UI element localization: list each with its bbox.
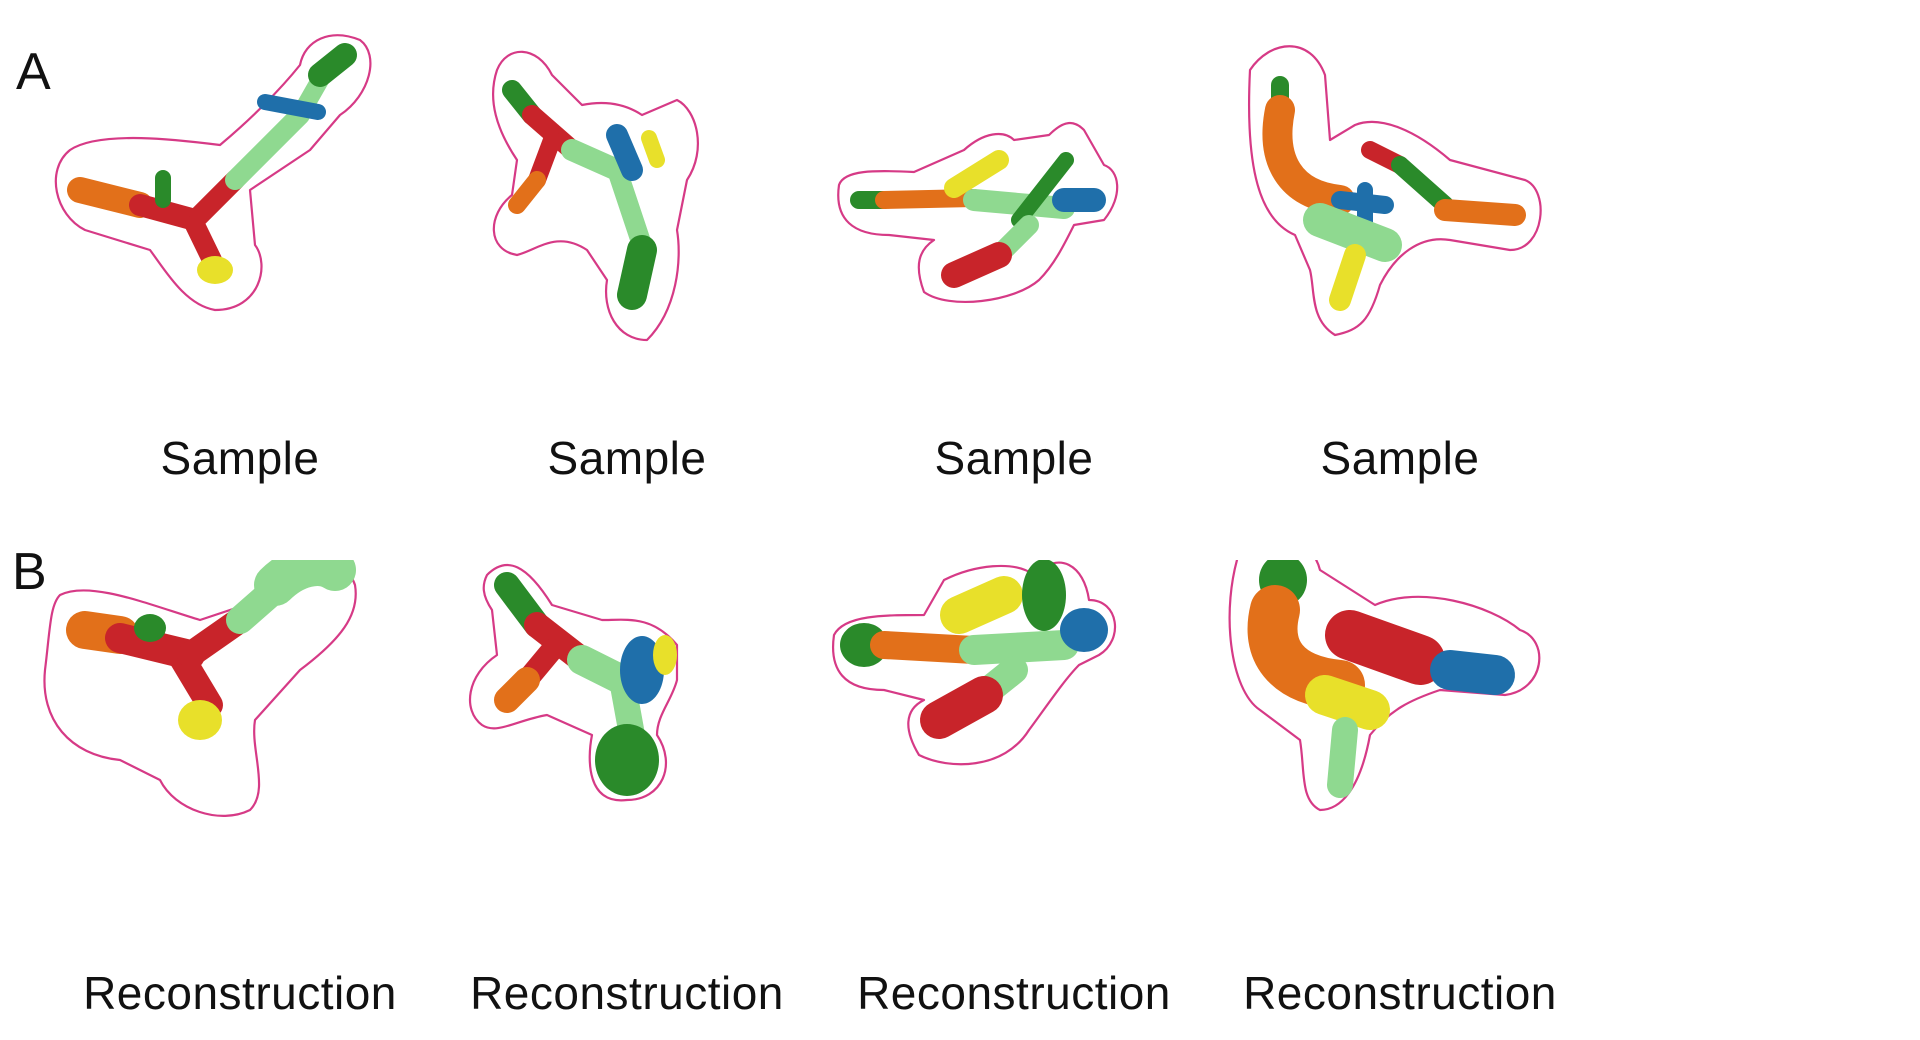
reconstruction-caption-4: Reconstruction [1243,967,1557,1019]
reconstruction-caption-1: Reconstruction [83,967,397,1019]
sample-end-yellow [197,256,233,284]
reconstruction-end-yellow [178,700,222,740]
reconstruction-caption-3: Reconstruction [857,967,1171,1019]
sample-envelope-1 [54,34,372,312]
sample-envelope-2 [492,50,699,342]
sample-envelope-3 [837,122,1119,303]
sample-figure-3: Sample [774,20,1254,484]
sample-structure-3 [837,122,1119,303]
sample-segments-3 [850,150,1106,288]
reconstruction-segments-3 [840,560,1108,739]
sample-caption-2: Sample [547,432,707,484]
sample-envelope-4 [1247,45,1542,337]
sample-segments-1 [67,43,357,284]
reconstruction-segments-2 [494,572,677,796]
sample-segments-4 [1262,76,1526,311]
sample-caption-1: Sample [160,432,320,484]
sample-figure-1: Sample [0,20,480,484]
reconstruction-figure-4: Reconstruction [1160,560,1640,1030]
reconstruction-figure-2: Reconstruction [387,560,867,1030]
reconstruction-structure-4 [1228,560,1541,812]
reconstruction-figure-1: Reconstruction [0,560,480,1030]
reconstruction-structure-1 [43,560,357,817]
sample-segments-2 [502,80,665,310]
reconstruction-row: Reconstruction Reconstruction [0,560,1920,1030]
reconstruction-envelope-4 [1228,560,1541,812]
reconstruction-blob-green-top [1022,560,1066,631]
sample-row: Sample Sample [0,20,1920,484]
reconstruction-figure-3: Reconstruction [774,560,1254,1030]
reconstruction-envelope-3 [832,561,1117,766]
reconstruction-segments-4 [1247,560,1515,798]
sample-structure-1 [54,34,372,312]
reconstruction-blob-blue [620,636,664,704]
reconstruction-structure-2 [468,564,679,802]
reconstruction-structure-3 [832,560,1117,766]
sample-caption-4: Sample [1320,432,1480,484]
reconstruction-blob-blue [1060,608,1108,652]
reconstruction-envelope-2 [468,564,679,802]
sample-structure-2 [492,50,699,342]
reconstruction-segments-1 [66,560,356,740]
panel-label-b: B [12,543,47,601]
sample-caption-3: Sample [934,432,1094,484]
reconstruction-caption-2: Reconstruction [470,967,784,1019]
reconstruction-blob-green [595,724,659,796]
sample-structure-4 [1247,45,1542,337]
panel-label-a: A [16,43,51,101]
sample-figure-4: Sample [1160,20,1640,484]
reconstruction-blob-yellow [653,635,677,675]
sample-figure-2: Sample [387,20,867,484]
reconstruction-bump-green [134,614,166,642]
